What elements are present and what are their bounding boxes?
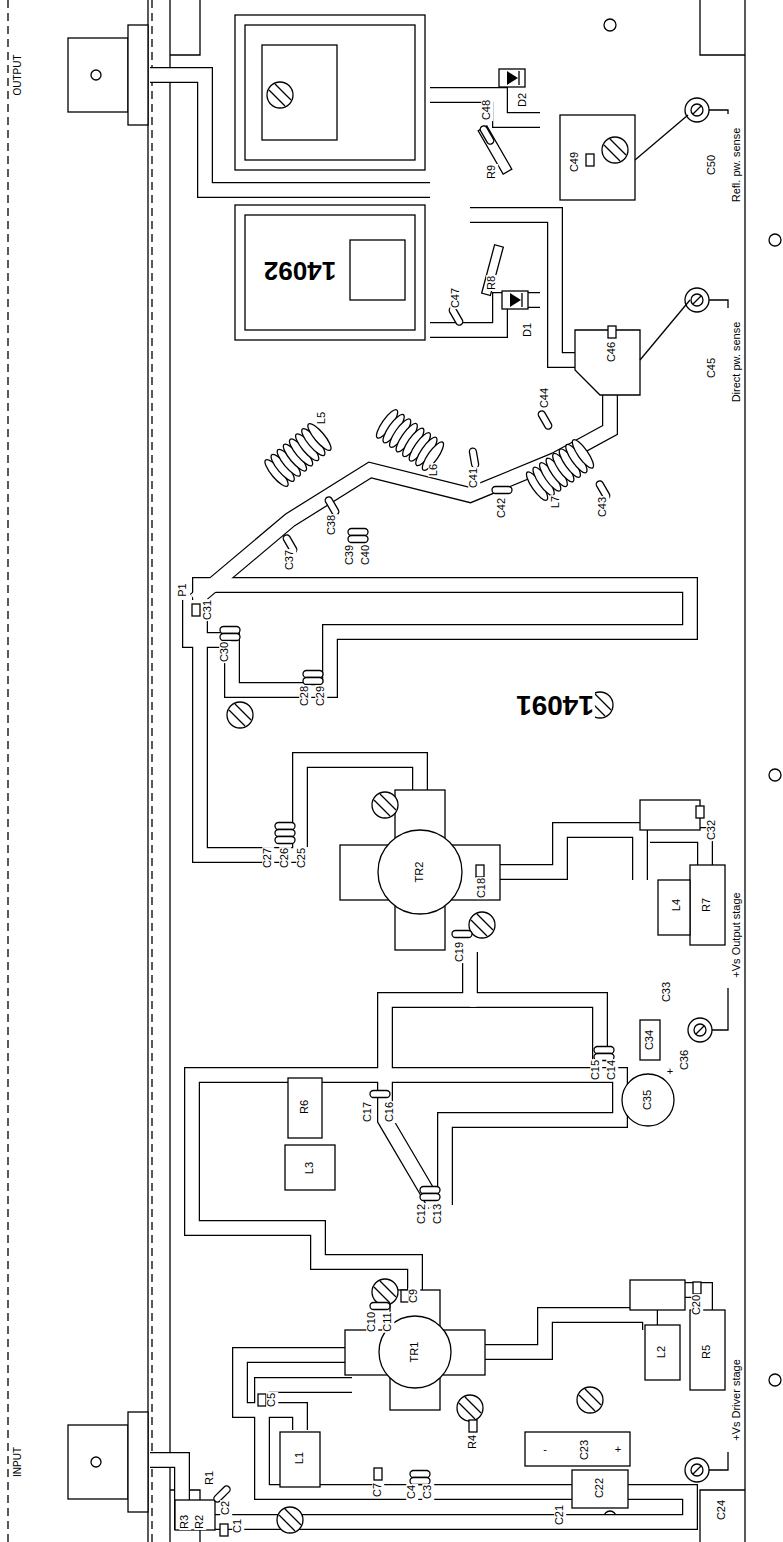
part-label: C11 <box>382 1311 394 1332</box>
part-label: C10 <box>366 1311 378 1333</box>
part-label: C9 <box>408 1288 420 1304</box>
part-label: TR1 <box>409 1341 421 1364</box>
part-label: L7 <box>550 495 562 509</box>
part-label: C2 <box>220 1500 232 1516</box>
part-label: C48 <box>481 99 493 121</box>
part-label: C47 <box>450 287 462 309</box>
board-number: 14092 <box>263 256 337 283</box>
part-label: C29 <box>315 685 327 707</box>
part-label: - <box>542 1444 548 1456</box>
part-label: R9 <box>486 164 498 180</box>
part-label: C12 <box>416 1203 428 1225</box>
part-label: C28 <box>299 685 311 707</box>
part-label: C23 <box>579 1439 591 1461</box>
part-label: C49 <box>569 151 581 173</box>
part-label: C31 <box>202 599 214 621</box>
part-label: L6 <box>428 463 440 477</box>
part-label: C32 <box>706 819 718 841</box>
part-label: C14 <box>606 1059 618 1081</box>
part-label: C5 <box>266 1392 278 1408</box>
part-label: C24 <box>716 1499 728 1521</box>
part-label: C30 <box>219 641 231 663</box>
part-label: C26 <box>279 847 291 869</box>
part-label: C20 <box>691 1294 703 1316</box>
supply-label: +Vs Output stage <box>731 891 743 978</box>
part-label: C44 <box>539 387 551 409</box>
part-label: C21 <box>554 1504 566 1526</box>
part-label: C13 <box>432 1203 444 1225</box>
part-label: R5 <box>701 1344 713 1360</box>
part-label: D1 <box>522 322 534 338</box>
supply-label: Direct pw. sense <box>731 321 743 404</box>
part-label: C19 <box>454 941 466 963</box>
connector-label: INPUT <box>13 1446 24 1478</box>
part-label: P1 <box>177 582 189 597</box>
part-label: C25 <box>296 847 308 869</box>
part-label: L2 <box>656 1345 668 1359</box>
part-label: L1 <box>294 1451 306 1465</box>
part-label: C27 <box>262 847 274 869</box>
part-label: C42 <box>496 497 508 519</box>
part-label: D2 <box>517 92 529 108</box>
part-label: C17 <box>362 1101 374 1123</box>
part-label: C39 <box>344 544 356 566</box>
part-label: C16 <box>384 1101 396 1123</box>
board-number: 14091 <box>515 690 595 719</box>
part-label: R6 <box>299 1099 311 1115</box>
part-label: C36 <box>679 1049 691 1071</box>
part-label: + <box>666 1066 674 1078</box>
part-label: R7 <box>701 897 713 913</box>
part-label: C38 <box>326 514 338 536</box>
part-label: C37 <box>284 549 296 571</box>
supply-label: +Vs Driver stage <box>731 1358 743 1442</box>
part-label: R8 <box>486 275 498 291</box>
supply-label: Refl. pw. sense <box>731 127 743 204</box>
part-label: C35 <box>642 1089 654 1111</box>
part-label: L5 <box>316 411 328 425</box>
connector-label: OUTPUT <box>13 53 24 96</box>
part-label: C1 <box>232 1518 244 1534</box>
part-label: C40 <box>360 544 372 566</box>
part-label: C33 <box>661 981 673 1003</box>
part-label: + <box>614 1444 622 1456</box>
part-label: C4 <box>406 1484 418 1500</box>
part-label: C45 <box>706 357 718 379</box>
part-label: C18 <box>476 877 488 899</box>
part-label: L4 <box>671 898 683 912</box>
part-label: R1 <box>204 1470 216 1486</box>
part-label: R4 <box>467 1434 479 1450</box>
part-label: R2 <box>194 1514 206 1530</box>
part-label: C46 <box>606 341 618 363</box>
part-label: C3 <box>422 1484 434 1500</box>
part-label: R3 <box>179 1514 191 1530</box>
part-label: C43 <box>597 496 609 518</box>
part-label: C41 <box>468 467 480 489</box>
part-label: TR2 <box>414 861 426 884</box>
part-label: C50 <box>706 154 718 176</box>
part-label: C15 <box>590 1059 602 1081</box>
part-label: C7 <box>372 1482 384 1498</box>
part-label: L3 <box>304 1161 316 1175</box>
part-label: C34 <box>644 1029 656 1051</box>
part-label: C22 <box>594 1477 606 1499</box>
